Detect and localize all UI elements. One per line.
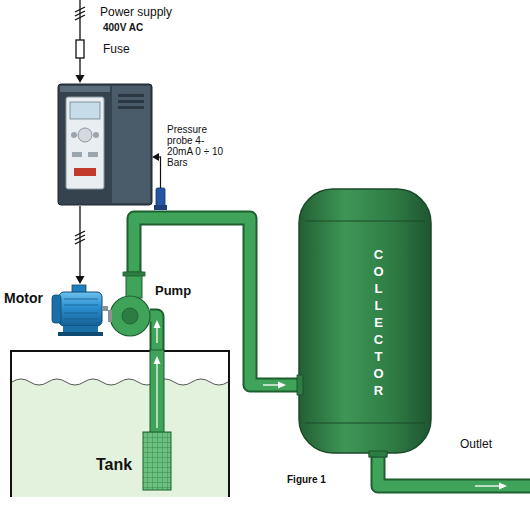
wire-arrowhead xyxy=(76,75,85,83)
motor-symbol: Motor xyxy=(50,283,108,341)
pressure-probe xyxy=(154,188,167,210)
outlet-label: Outlet xyxy=(460,437,492,451)
supply-label: Power supply xyxy=(100,5,172,19)
signal-line xyxy=(152,153,161,188)
pump-symbol: Pump xyxy=(108,272,150,340)
flow-line xyxy=(263,384,279,385)
node-heading: Tank xyxy=(96,456,132,474)
collector-vessel: COLLECTOR xyxy=(297,187,433,455)
flow-line xyxy=(156,327,157,343)
pipe-stroke xyxy=(150,316,157,350)
flow-arrowhead xyxy=(154,320,161,328)
voltage-label: 400V AC xyxy=(103,22,143,33)
collector-vessel-shape xyxy=(297,187,433,455)
motor-wire xyxy=(75,206,85,276)
pump-symbol-shape xyxy=(108,272,150,340)
water-tank: Tank xyxy=(10,350,230,497)
node-heading: Pump xyxy=(155,283,191,298)
fuse-symbol xyxy=(76,40,84,58)
vessel-label: COLLECTOR xyxy=(371,247,386,400)
flow-arrowhead xyxy=(278,382,286,389)
figure-caption: Figure 1 xyxy=(287,474,326,485)
pipe-connector xyxy=(150,316,161,350)
wire-arrowhead xyxy=(76,276,85,284)
node-heading: Motor xyxy=(4,290,43,306)
water-tank-shape xyxy=(12,352,228,495)
frequency-inverter xyxy=(58,84,152,205)
pipe-stroke xyxy=(150,316,157,350)
power-wire xyxy=(75,0,85,76)
probe-label: Pressure probe 4-20mA 0 ÷ 10 Bars xyxy=(167,124,225,168)
motor-symbol-shape xyxy=(50,283,108,341)
fuse-label: Fuse xyxy=(103,42,130,56)
